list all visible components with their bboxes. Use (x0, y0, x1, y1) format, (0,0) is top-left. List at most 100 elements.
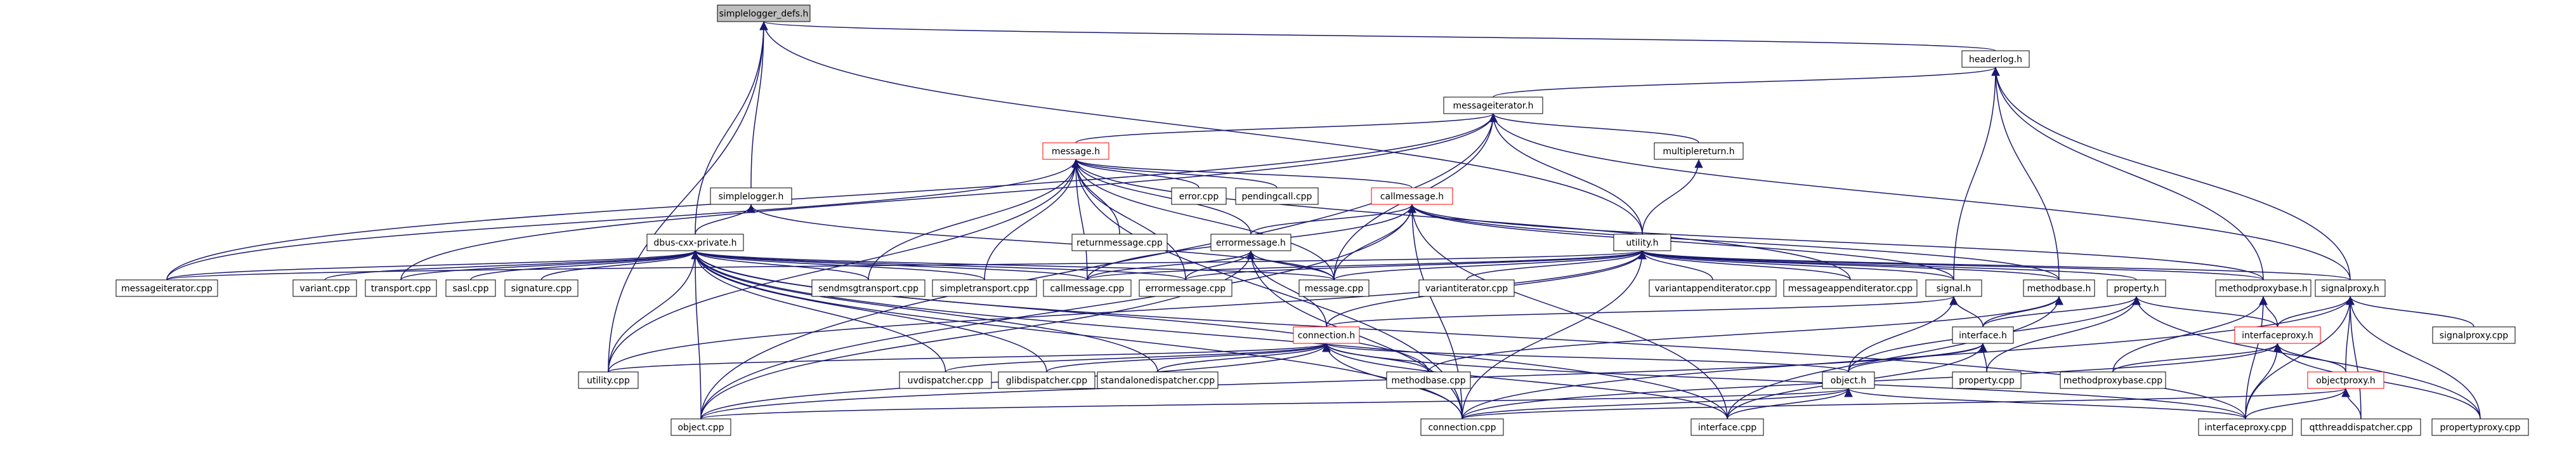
node-qtthreaddispatcher-cpp[interactable]: qtthreaddispatcher.cpp (2301, 418, 2421, 436)
node-label: dbus-cxx-private.h (653, 238, 736, 248)
edge-dbus-cxx-private-h-to-object-cpp (691, 250, 702, 420)
node-utility-cpp[interactable]: utility.cpp (578, 371, 639, 389)
node-utility-h[interactable]: utility.h (1613, 234, 1671, 251)
edge-methodproxybase-h-to-interfaceproxy-cpp (2245, 296, 2268, 420)
node-connection-h[interactable]: connection.h (1293, 326, 1360, 344)
edge-callmessage-h-to-object-cpp (700, 204, 1416, 420)
node-interfaceproxy-h[interactable]: interfaceproxy.h (2234, 326, 2321, 344)
node-label: object.h (1831, 376, 1866, 386)
node-returnmessage-cpp[interactable]: returnmessage.cpp (1071, 234, 1168, 251)
edge-object-h-to-interface-cpp (1727, 388, 1853, 420)
node-object-h[interactable]: object.h (1822, 371, 1875, 389)
node-interface-cpp[interactable]: interface.cpp (1690, 418, 1764, 436)
edge-object-h-to-object-cpp (700, 388, 1852, 420)
edge-object-h-to-connection-cpp (1461, 388, 1853, 420)
node-interface-h[interactable]: interface.h (1952, 326, 2014, 344)
node-label: sasl.cpp (453, 284, 489, 294)
node-variantappenditerator-cpp[interactable]: variantappenditerator.cpp (1649, 279, 1777, 297)
node-label: objectproxy.h (2316, 376, 2376, 386)
node-objectproxy-h[interactable]: objectproxy.h (2307, 371, 2384, 389)
node-label: propertyproxy.cpp (2440, 423, 2521, 433)
edge-methodbase-h-to-interface-h (1982, 296, 2063, 328)
node-pendingcall-cpp[interactable]: pendingcall.cpp (1235, 187, 1319, 205)
edge-headerlog-h-to-methodproxybase-h (1991, 67, 2264, 281)
node-property-h[interactable]: property.h (2107, 279, 2166, 297)
node-headerlog-h[interactable]: headerlog.h (1961, 50, 2030, 68)
node-messageappenditerator-cpp[interactable]: messageappenditerator.cpp (1783, 279, 1918, 297)
edge-connection-h-to-interface-cpp (1322, 343, 1728, 420)
edge-signalproxy-h-to-interfaceproxy-h (2277, 296, 2355, 328)
node-propertyproxy-cpp[interactable]: propertyproxy.cpp (2431, 418, 2529, 436)
edge-signal-h-to-object-h (1848, 296, 1958, 373)
node-sendmsgtransport-cpp[interactable]: sendmsgtransport.cpp (811, 279, 925, 297)
edge-callmessage-h-to-errormessage-h (1250, 204, 1416, 235)
edge-simplelogger-defs-h-to-dbus-cxx-private-h (695, 21, 768, 235)
node-box (115, 279, 218, 297)
edge-errormessage-h-to-connection-h (1246, 250, 1327, 328)
node-label: uvdispatcher.cpp (908, 376, 984, 386)
node-label: errormessage.cpp (1146, 284, 1226, 294)
node-signal-h[interactable]: signal.h (1925, 279, 1982, 297)
edge-signalproxy-h-to-qtthreaddispatcher-cpp (2346, 296, 2362, 420)
edge-methodbase-h-to-methodbase-cpp (1428, 296, 2063, 373)
node-error-cpp[interactable]: error.cpp (1171, 187, 1227, 205)
node-errormessage-h[interactable]: errormessage.h (1210, 234, 1291, 251)
edge-signal-h-to-connection-h (1326, 296, 1958, 328)
node-messageiterator-cpp[interactable]: messageiterator.cpp (115, 279, 218, 297)
edge-property-h-to-property-cpp (1986, 296, 2141, 373)
node-message-cpp[interactable]: message.cpp (1298, 279, 1370, 297)
edge-methodproxybase-h-to-methodproxybase-cpp (2112, 296, 2268, 373)
node-callmessage-cpp[interactable]: callmessage.cpp (1043, 279, 1132, 297)
node-signalproxy-h[interactable]: signalproxy.h (2315, 279, 2386, 297)
node-label: sendmsgtransport.cpp (818, 284, 919, 294)
node-message-h[interactable]: message.h (1042, 142, 1109, 160)
edge-message-h-to-callmessage-cpp (1071, 159, 1088, 281)
edge-messageiterator-h-to-utility-h (1489, 113, 1643, 235)
node-callmessage-h[interactable]: callmessage.h (1371, 187, 1453, 205)
node-label: interface.h (1959, 331, 2007, 341)
node-box (710, 187, 792, 205)
node-box (2215, 279, 2311, 297)
node-multiplereturn-h[interactable]: multiplereturn.h (1654, 142, 1744, 160)
node-box (1952, 326, 2014, 344)
node-variantiterator-cpp[interactable]: variantiterator.cpp (1418, 279, 1515, 297)
node-standalonedispatcher-cpp[interactable]: standalonedispatcher.cpp (1097, 371, 1219, 389)
node-box (2234, 326, 2321, 344)
node-methodbase-cpp[interactable]: methodbase.cpp (1386, 371, 1471, 389)
node-label: methodproxybase.h (2219, 284, 2308, 294)
node-box (899, 371, 992, 389)
node-label: simplelogger.h (719, 192, 784, 202)
edge-message-h-to-errormessage-h (1071, 159, 1252, 235)
edge-callmessage-h-to-methodproxybase-h (1408, 204, 2264, 281)
node-transport-cpp[interactable]: transport.cpp (365, 279, 437, 297)
node-errormessage-cpp[interactable]: errormessage.cpp (1139, 279, 1232, 297)
node-methodbase-h[interactable]: methodbase.h (2023, 279, 2095, 297)
node-simpletransport-cpp[interactable]: simpletransport.cpp (932, 279, 1037, 297)
node-label: messageiterator.cpp (121, 284, 212, 294)
node-interfaceproxy-cpp[interactable]: interfaceproxy.cpp (2198, 418, 2293, 436)
node-dbus-cxx-private-h[interactable]: dbus-cxx-private.h (646, 234, 744, 251)
node-box (578, 371, 639, 389)
node-simplelogger-h[interactable]: simplelogger.h (710, 187, 792, 205)
node-label: variant.cpp (299, 284, 350, 294)
node-variant-cpp[interactable]: variant.cpp (292, 279, 357, 297)
edge-dbus-cxx-private-h-to-simpletransport-cpp (691, 250, 985, 281)
node-object-cpp[interactable]: object.cpp (670, 418, 731, 436)
node-label: messageappenditerator.cpp (1788, 284, 1913, 294)
edge-property-h-to-interface-h (1982, 296, 2141, 328)
node-box (2060, 371, 2166, 389)
node-methodproxybase-cpp[interactable]: methodproxybase.cpp (2060, 371, 2166, 389)
node-methodproxybase-h[interactable]: methodproxybase.h (2215, 279, 2311, 297)
node-box (2307, 371, 2384, 389)
node-uvdispatcher-cpp[interactable]: uvdispatcher.cpp (899, 371, 992, 389)
node-sasl-cpp[interactable]: sasl.cpp (445, 279, 496, 297)
node-property-cpp[interactable]: property.cpp (1952, 371, 2022, 389)
edge-connection-h-to-object-h (1322, 343, 1849, 373)
edge-property-h-to-interfaceproxy-h (2132, 296, 2279, 328)
node-signature-cpp[interactable]: signature.cpp (504, 279, 579, 297)
node-connection-cpp[interactable]: connection.cpp (1420, 418, 1504, 436)
node-signalproxy-cpp[interactable]: signalproxy.cpp (2432, 326, 2516, 344)
node-glibdispatcher-cpp[interactable]: glibdispatcher.cpp (998, 371, 1095, 389)
node-messageiterator-h[interactable]: messageiterator.h (1443, 96, 1543, 114)
edge-message-h-to-sendmsgtransport-cpp (868, 159, 1080, 281)
